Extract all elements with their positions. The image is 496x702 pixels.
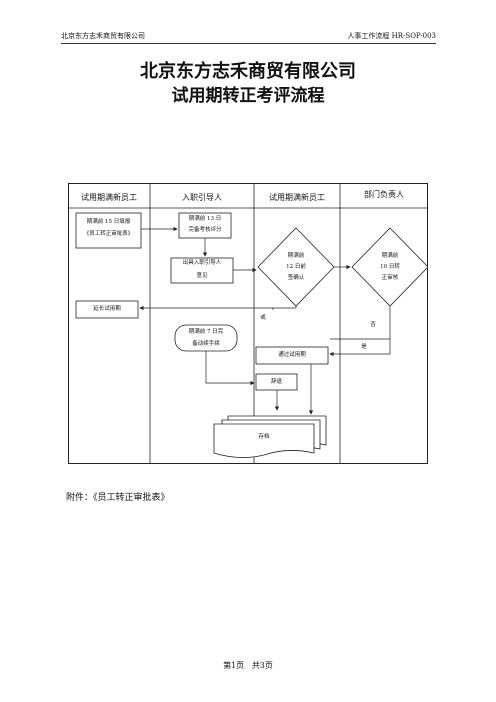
- document-title: 北京东方志禾商贸有限公司: [140, 61, 356, 82]
- node-archive: 存档: [258, 434, 270, 440]
- node-7-days-line2: 备动续手续: [192, 341, 220, 347]
- flowchart: 试用期满新员工 入职引导人 试用期满新员工 部门负责人 期满前 15 日填报 《…: [68, 183, 428, 464]
- document-subtitle: 试用期转正考评流程: [171, 86, 325, 106]
- decision-12-days-line2: 12 日前: [286, 264, 306, 270]
- node-pass-probation: 通过试用期: [278, 352, 306, 358]
- flowchart-graphics: [68, 183, 428, 464]
- header-company: 北京东方志禾商贸有限公司: [61, 32, 145, 40]
- header-doc-id: 人事工作流程 HR-SOP-003: [347, 32, 436, 40]
- decision-10-days-line3: 正审核: [381, 275, 399, 281]
- node-7-days-line1: 期满前 7 日完: [188, 329, 224, 335]
- label-or: 或: [260, 315, 266, 321]
- node-extend-probation: 延长试用期: [93, 306, 121, 312]
- decision-10-days-line1: 期满前: [381, 253, 399, 259]
- footer-page-number: 第1页: [223, 661, 245, 670]
- footer-page-total: 共3页: [251, 661, 273, 670]
- decision-12-days-line1: 期满前: [287, 253, 305, 259]
- lane-header-onboarding-guide: 入职引导人: [182, 193, 222, 202]
- decision-12-days-line3: 签确认: [287, 275, 305, 281]
- decision-10-days-line2: 10 日转: [380, 264, 400, 270]
- node-guide-opinion-line1: 出具入职引导人: [182, 260, 222, 266]
- page-footer: 第1页 共3页: [0, 660, 496, 671]
- node-13-days-line2: 完备考核评分: [188, 227, 222, 233]
- node-dismiss: 辞退: [270, 379, 282, 385]
- lane-header-new-employee-2: 试用期满新员工: [269, 193, 325, 202]
- node-15-days-line2: 《员工转正审批表》: [83, 231, 134, 237]
- node-13-days-line1: 期满前 13 日: [188, 216, 222, 222]
- attachment-note: 附件：《员工转正审批表》: [66, 493, 170, 503]
- node-15-days-line1: 期满前 15 日填报: [86, 219, 131, 225]
- label-no: 否: [370, 322, 376, 328]
- node-guide-opinion-line2: 意见: [196, 273, 208, 279]
- lane-header-new-employee: 试用期满新员工: [81, 193, 137, 202]
- lane-header-department-head: 部门负责人: [364, 190, 404, 199]
- label-yes: 是: [361, 344, 367, 350]
- page-header: 北京东方志禾商贸有限公司 人事工作流程 HR-SOP-003: [61, 29, 436, 44]
